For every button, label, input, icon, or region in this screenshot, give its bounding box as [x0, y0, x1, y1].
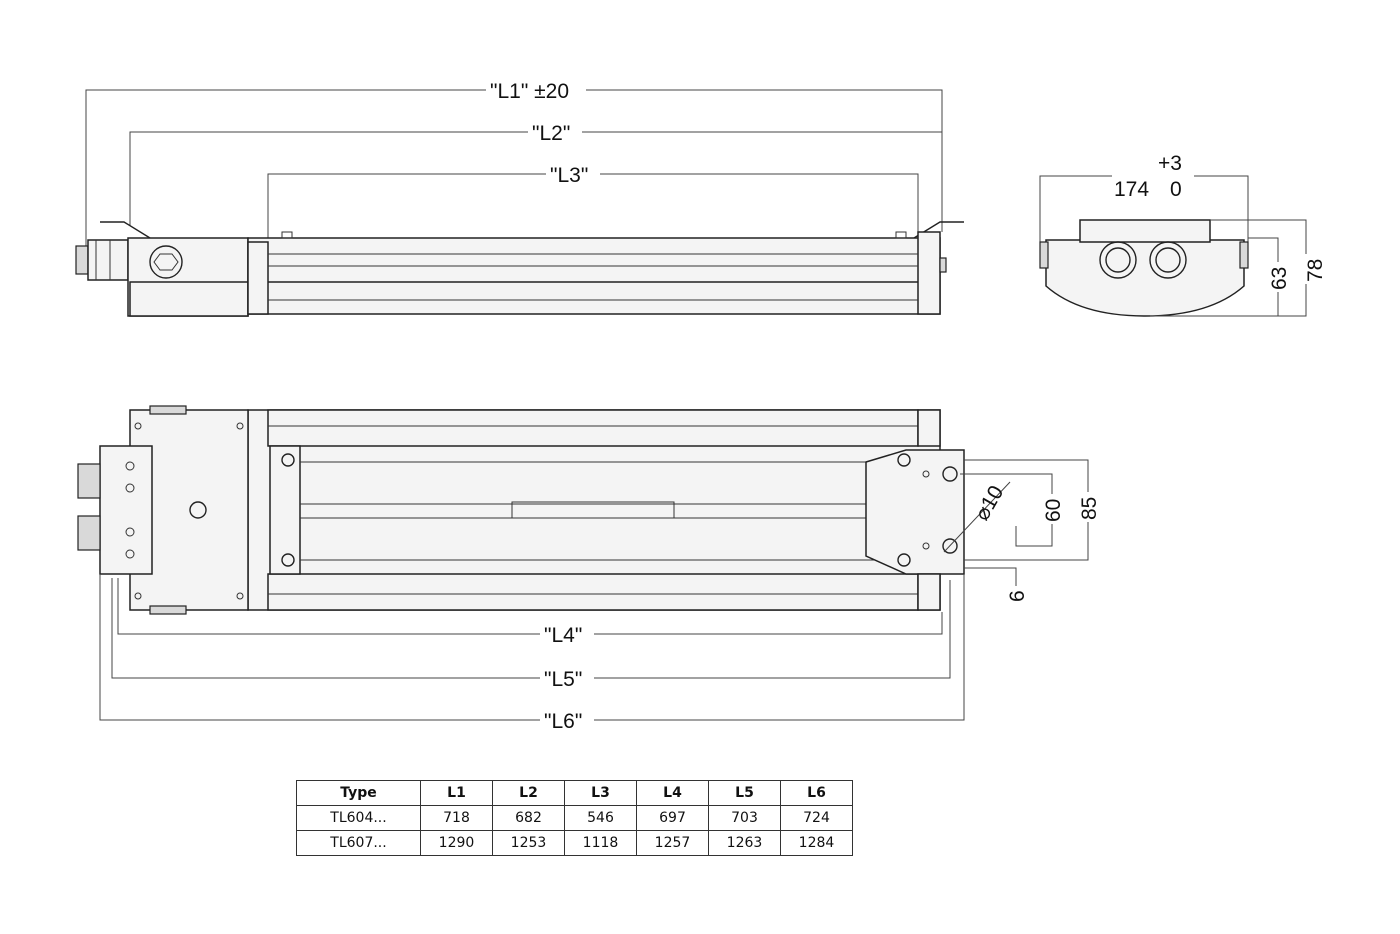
dimension-l2-label: "L2"	[532, 122, 570, 145]
top-view: ⌀10 60 85 6 "L4" "L5"	[77, 405, 1101, 733]
dimension-width-label: 174	[1114, 178, 1149, 201]
table-header: L5	[708, 780, 781, 806]
table-cell: 697	[636, 805, 709, 831]
dimension-height-78-label: 78	[1304, 259, 1327, 282]
table-header: L4	[636, 780, 709, 806]
dimension-table: Type L1 L2 L3 L4 L5 L6 TL604... 718 682 …	[296, 780, 853, 856]
table-row: TL607... 1290 1253 1118 1257 1263 1284	[296, 830, 853, 856]
table-cell: 682	[492, 805, 565, 831]
dimension-height-63-label: 63	[1268, 267, 1291, 290]
table-cell: 1118	[564, 830, 637, 856]
table-cell: 1263	[708, 830, 781, 856]
table-cell: 703	[708, 805, 781, 831]
tolerance-upper: +3	[1158, 152, 1182, 175]
table-header: Type	[296, 780, 421, 806]
table-header-row: Type L1 L2 L3 L4 L5 L6	[296, 780, 853, 806]
dimension-l6-label: "L6"	[544, 710, 582, 733]
dimension-l1-label: "L1"	[490, 80, 528, 103]
table-cell: 1257	[636, 830, 709, 856]
dimension-l4: "L4"	[117, 578, 943, 647]
table-header: L2	[492, 780, 565, 806]
dimension-l5: "L5"	[111, 578, 951, 691]
table-header: L3	[564, 780, 637, 806]
dimension-l3: "L3"	[267, 162, 919, 238]
table-cell: 1253	[492, 830, 565, 856]
dimension-width-174: +3 174 0	[1039, 152, 1249, 244]
table-row: TL604... 718 682 546 697 703 724	[296, 805, 853, 831]
table-header: L6	[780, 780, 853, 806]
dimension-height-63: 63	[1150, 237, 1291, 317]
dimension-l1-tolerance: ±20	[534, 80, 569, 103]
dimension-spacing-85-label: 85	[1078, 497, 1101, 520]
dimension-l1: "L1" ±20	[85, 78, 943, 268]
dimension-spacing-85: 85	[964, 459, 1101, 561]
dimension-l3-label: "L3"	[550, 164, 588, 187]
dimension-l6: "L6"	[99, 574, 965, 733]
dimension-height-78: 78	[1210, 219, 1327, 317]
tolerance-lower: 0	[1170, 178, 1182, 201]
table-header: L1	[420, 780, 493, 806]
end-view: +3 174 0 63 78	[1039, 152, 1327, 317]
table-cell: 724	[780, 805, 853, 831]
table-cell: 1290	[420, 830, 493, 856]
table-cell: 718	[420, 805, 493, 831]
table-cell: TL607...	[296, 830, 421, 856]
dimension-edge-6-label: 6	[1006, 590, 1029, 602]
dimension-l2: "L2"	[129, 120, 942, 226]
dimension-spacing-60: 60	[960, 473, 1065, 547]
dimension-spacing-60-label: 60	[1042, 499, 1065, 522]
svg-text:"L1" ±20: "L1" ±20	[490, 80, 569, 103]
side-view: "L1" ±20 "L2" "L3"	[75, 78, 964, 317]
table-cell: 1284	[780, 830, 853, 856]
dimension-l5-label: "L5"	[544, 668, 582, 691]
dimension-edge-6: 6	[964, 567, 1029, 602]
dimension-l4-label: "L4"	[544, 624, 582, 647]
table-cell: TL604...	[296, 805, 421, 831]
table-cell: 546	[564, 805, 637, 831]
